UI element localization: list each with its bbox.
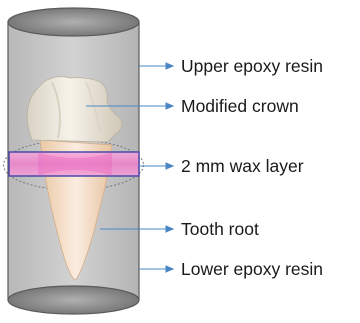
cylinder-bottom-cap [8, 286, 139, 314]
label-tooth-root: Tooth root [181, 219, 259, 239]
label-lower-epoxy-resin: Lower epoxy resin [181, 259, 323, 279]
label-wax-layer: 2 mm wax layer [181, 156, 304, 176]
label-modified-crown: Modified crown [181, 96, 299, 116]
cylinder-top-cap [8, 8, 139, 36]
label-upper-epoxy-resin: Upper epoxy resin [181, 56, 323, 76]
